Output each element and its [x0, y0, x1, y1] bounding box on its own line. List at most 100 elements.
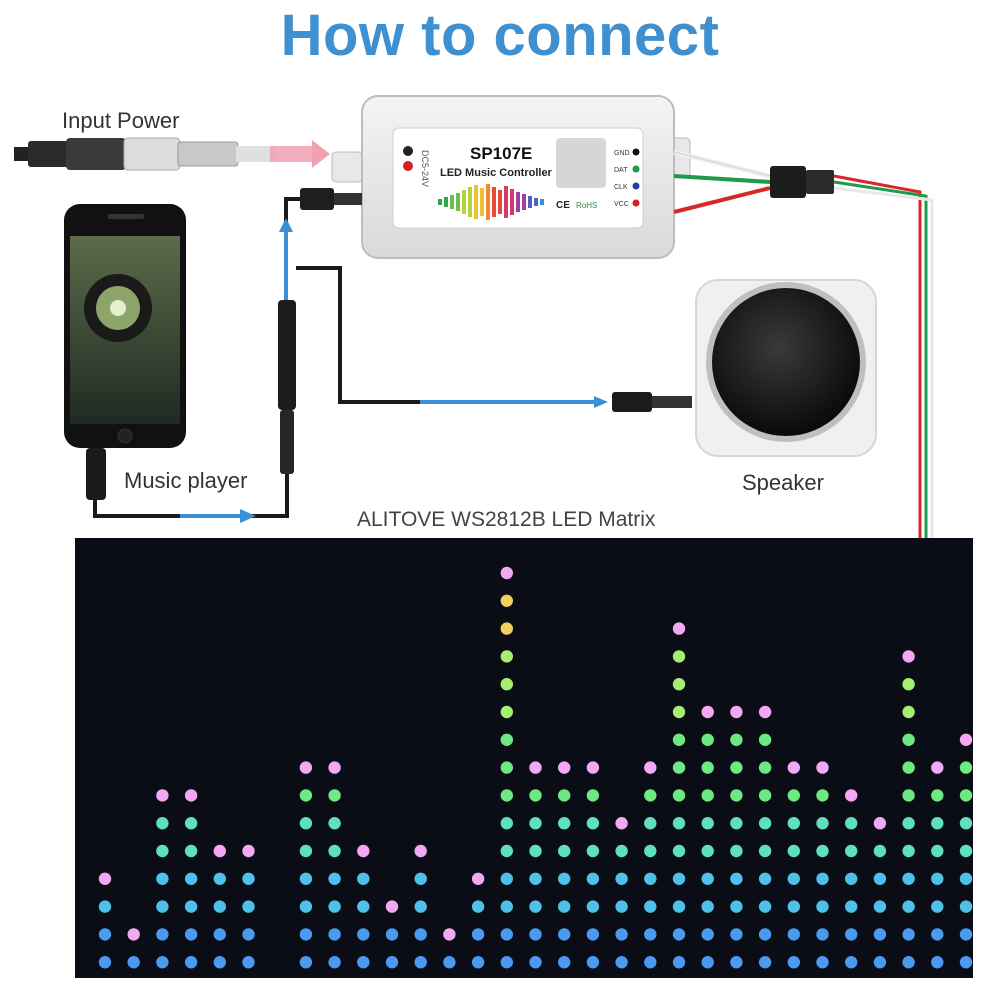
- controller-subtitle: LED Music Controller: [440, 167, 553, 179]
- led-dot: [959, 956, 973, 969]
- led-dot: [701, 844, 714, 858]
- led-dot: [299, 872, 313, 885]
- power-arrow: [270, 140, 330, 168]
- led-dot: [701, 761, 714, 774]
- led-dot: [586, 900, 600, 913]
- led-dot: [615, 844, 628, 858]
- controller-box: DC5-24V SP107E LED Music Controller CE R…: [331, 95, 691, 259]
- led-dot: [328, 817, 341, 830]
- led-dot: [672, 872, 686, 885]
- led-dot: [500, 678, 513, 691]
- led-dot: [902, 900, 915, 913]
- led-dot: [672, 761, 686, 774]
- led-dot: [701, 817, 714, 830]
- led-dot: [98, 900, 112, 913]
- led-dot: [672, 622, 686, 635]
- led-dot: [529, 928, 542, 941]
- led-dot: [959, 928, 973, 941]
- led-dot: [730, 817, 743, 830]
- led-dot: [672, 705, 686, 719]
- led-dot: [242, 928, 255, 941]
- pin-dot: [632, 182, 640, 190]
- led-dot: [816, 956, 829, 969]
- led-dot: [328, 872, 341, 885]
- led-dot: [558, 900, 571, 913]
- led-dot: [586, 956, 600, 969]
- led-dot: [299, 789, 313, 802]
- led-dot: [959, 844, 973, 858]
- waveform-icon: [438, 184, 544, 220]
- led-dot: [931, 872, 944, 885]
- led-dot: [529, 817, 542, 830]
- led-dot: [558, 789, 571, 802]
- led-dot: [644, 900, 657, 913]
- led-dot: [758, 761, 772, 774]
- led-dot: [558, 844, 571, 858]
- led-dot: [615, 872, 628, 885]
- led-dot: [127, 956, 140, 969]
- led-dot: [586, 817, 600, 830]
- led-dot: [328, 761, 341, 774]
- led-dot: [902, 678, 915, 691]
- phone-icon: [64, 204, 186, 448]
- waveform-bar: [510, 189, 514, 215]
- led-dot: [902, 789, 915, 802]
- led-dot: [730, 789, 743, 802]
- led-dot: [730, 733, 743, 746]
- led-dot: [156, 789, 169, 802]
- led-dot: [672, 678, 686, 691]
- led-dot: [184, 956, 198, 969]
- led-dot: [500, 761, 513, 774]
- led-dot: [873, 928, 887, 941]
- led-dot: [931, 817, 944, 830]
- led-dot: [98, 956, 112, 969]
- led-dot: [902, 705, 915, 719]
- led-dot: [845, 817, 858, 830]
- led-dot: [931, 900, 944, 913]
- led-dot: [730, 761, 743, 774]
- led-dot: [529, 761, 542, 774]
- led-dot: [299, 844, 313, 858]
- led-dot: [931, 928, 944, 941]
- led-dot: [184, 900, 198, 913]
- led-dot: [500, 844, 513, 858]
- led-dot: [156, 956, 169, 969]
- led-dot: [156, 900, 169, 913]
- led-dot: [156, 844, 169, 858]
- led-dot: [787, 761, 800, 774]
- led-dot: [500, 900, 513, 913]
- led-dot: [931, 761, 944, 774]
- led-dot: [328, 956, 341, 969]
- plug-icon: [14, 137, 276, 171]
- led-dot: [672, 789, 686, 802]
- pin-dot: [632, 148, 640, 156]
- led-dot: [730, 928, 743, 941]
- led-dot: [787, 844, 800, 858]
- led-dot: [615, 900, 628, 913]
- waveform-bar: [486, 184, 490, 220]
- led-dot: [558, 817, 571, 830]
- led-dot: [500, 733, 513, 746]
- led-dot: [500, 928, 513, 941]
- audio-cables: [86, 197, 692, 523]
- led-dot: [98, 928, 112, 941]
- led-dot: [787, 872, 800, 885]
- waveform-bar: [438, 199, 442, 205]
- led-dot: [242, 956, 255, 969]
- led-dot: [787, 956, 800, 969]
- led-dot: [672, 817, 686, 830]
- led-dot: [644, 761, 657, 774]
- led-dot: [558, 761, 571, 774]
- led-dot: [471, 900, 485, 913]
- led-dot: [730, 872, 743, 885]
- led-dot: [242, 844, 255, 858]
- led-dot: [873, 817, 887, 830]
- waveform-bar: [444, 197, 448, 207]
- led-dot: [902, 733, 915, 746]
- led-dot: [672, 928, 686, 941]
- led-dot: [672, 650, 686, 663]
- led-dot: [931, 844, 944, 858]
- input-power-label: Input Power: [62, 108, 180, 133]
- led-dot: [156, 928, 169, 941]
- led-dot: [931, 789, 944, 802]
